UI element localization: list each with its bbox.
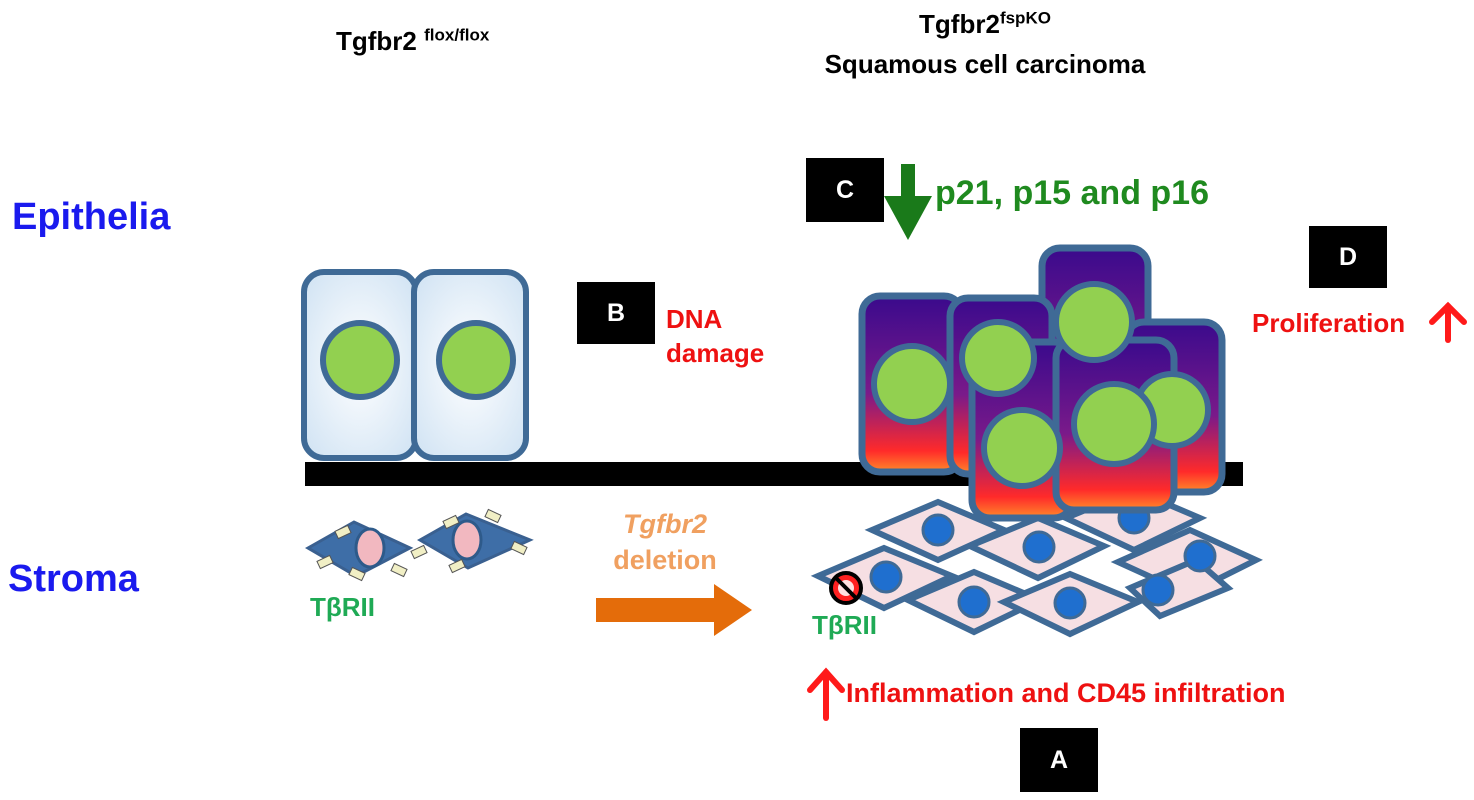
control-genotype-base: Tgfbr2	[336, 26, 417, 56]
ko-genotype-header: Tgfbr2fspKO Squamous cell carcinoma	[790, 4, 1180, 84]
region-label-epithelia: Epithelia	[12, 196, 171, 238]
receptor-label-control: TβRII	[310, 592, 375, 622]
receptor-label-ko: TβRII	[812, 610, 877, 640]
control-genotype-label: Tgfbr2 flox/flox	[336, 26, 489, 57]
ko-genotype-sup: fspKO	[999, 8, 1051, 28]
deletion-gene: Tgfbr2	[623, 509, 707, 539]
ko-fibroblast-nuclei	[869, 501, 1217, 620]
dna-damage-line2: damage	[666, 338, 765, 368]
region-label-stroma: Stroma	[8, 558, 139, 600]
normal-stromal-fibroblasts	[304, 508, 534, 582]
proliferation-label: Proliferation	[1252, 308, 1406, 338]
inflammation-label: Inflammation and CD45 infiltration	[846, 678, 1286, 708]
deletion-word: deletion	[613, 545, 717, 575]
tag-a: A	[1020, 728, 1098, 792]
deletion-arrow-icon	[596, 584, 752, 636]
tag-d: D	[1309, 226, 1387, 288]
tag-c: C	[806, 158, 884, 222]
ko-genotype-label: Tgfbr2fspKO	[790, 4, 1180, 44]
dna-damage-line1: DNA	[666, 304, 723, 334]
ko-subtitle: Squamous cell carcinoma	[824, 49, 1146, 79]
control-genotype-sup: flox/flox	[424, 25, 490, 45]
up-arrow-icon-inflammation	[807, 667, 845, 721]
receptor-deleted-icon	[829, 571, 863, 605]
dna-damage-label: DNA damage	[666, 302, 764, 370]
tumor-nuclei	[871, 281, 1211, 489]
ko-genotype-base: Tgfbr2	[919, 9, 1000, 39]
up-arrow-icon-proliferation	[1429, 301, 1467, 343]
tag-b: B	[577, 282, 655, 344]
normal-epithelial-cells	[301, 269, 529, 461]
deletion-label: Tgfbr2 deletion	[600, 506, 730, 578]
down-arrow-icon	[884, 164, 932, 240]
cell-cycle-inhibitors-label: p21, p15 and p16	[935, 174, 1209, 212]
